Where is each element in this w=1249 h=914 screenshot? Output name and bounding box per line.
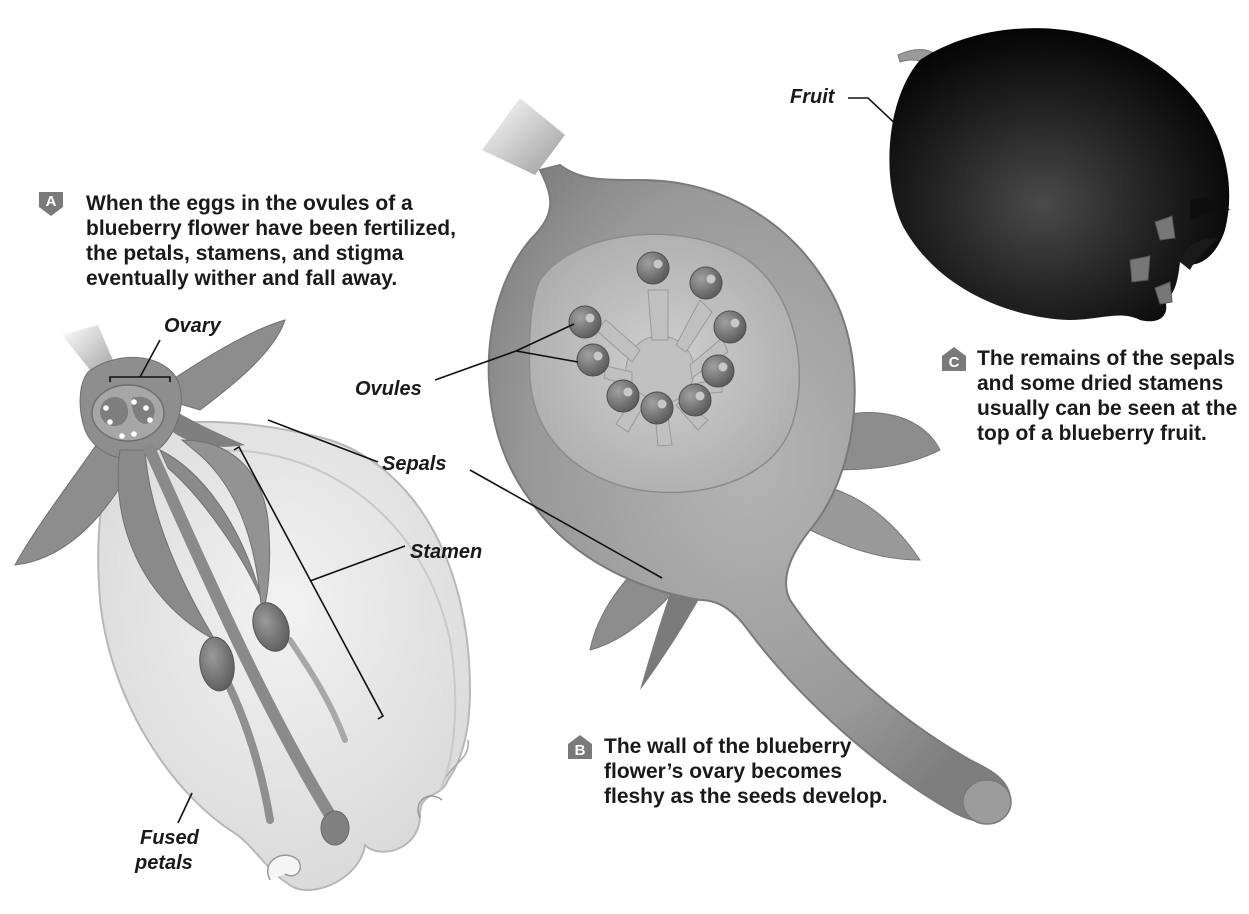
ovule: [577, 344, 609, 376]
label-ovules: Ovules: [355, 378, 422, 400]
label-ovary: Ovary: [164, 315, 222, 337]
label-fruit: Fruit: [790, 86, 836, 108]
blueberry-fruit-illustration: [889, 28, 1230, 321]
svg-text:B: B: [575, 742, 586, 759]
label-petals: petals: [134, 852, 193, 874]
step-c-text: The remains of the sepals and some dried…: [977, 346, 1245, 446]
label-fused: Fused: [140, 827, 200, 849]
svg-text:C: C: [949, 354, 960, 371]
ovule: [702, 355, 734, 387]
fused-petals: [98, 422, 470, 890]
flower-stigma: [321, 811, 349, 845]
ovule: [714, 311, 746, 343]
step-c-badge-icon: C: [941, 346, 967, 372]
ovule: [679, 384, 711, 416]
step-b-caption: The wall of the blueberry flower’s ovary…: [604, 734, 904, 809]
ovule: [569, 306, 601, 338]
label-stamen: Stamen: [410, 541, 482, 563]
label-sepals: Sepals: [382, 453, 446, 475]
svg-text:A: A: [46, 193, 57, 210]
fused-petals-leader: [178, 793, 192, 823]
ovule: [641, 392, 673, 424]
ovule: [637, 252, 669, 284]
ovule: [690, 267, 722, 299]
step-b-badge-icon: B: [567, 734, 593, 760]
step-a-badge-icon: A: [38, 191, 64, 217]
step-a-text: When the eggs in the ovules of a blueber…: [86, 191, 486, 291]
blueberry-flower-illustration: [15, 320, 470, 890]
ovule: [607, 380, 639, 412]
ovary-style-tip: [963, 780, 1011, 824]
fruit-body: [889, 28, 1229, 321]
step-b-text: The wall of the blueberry flower’s ovary…: [604, 734, 904, 809]
step-c-caption: The remains of the sepals and some dried…: [977, 346, 1245, 446]
step-a-caption: When the eggs in the ovules of a blueber…: [86, 191, 486, 291]
ovary-stem: [482, 98, 565, 175]
fruit-sepal-remnant: [1130, 256, 1150, 282]
